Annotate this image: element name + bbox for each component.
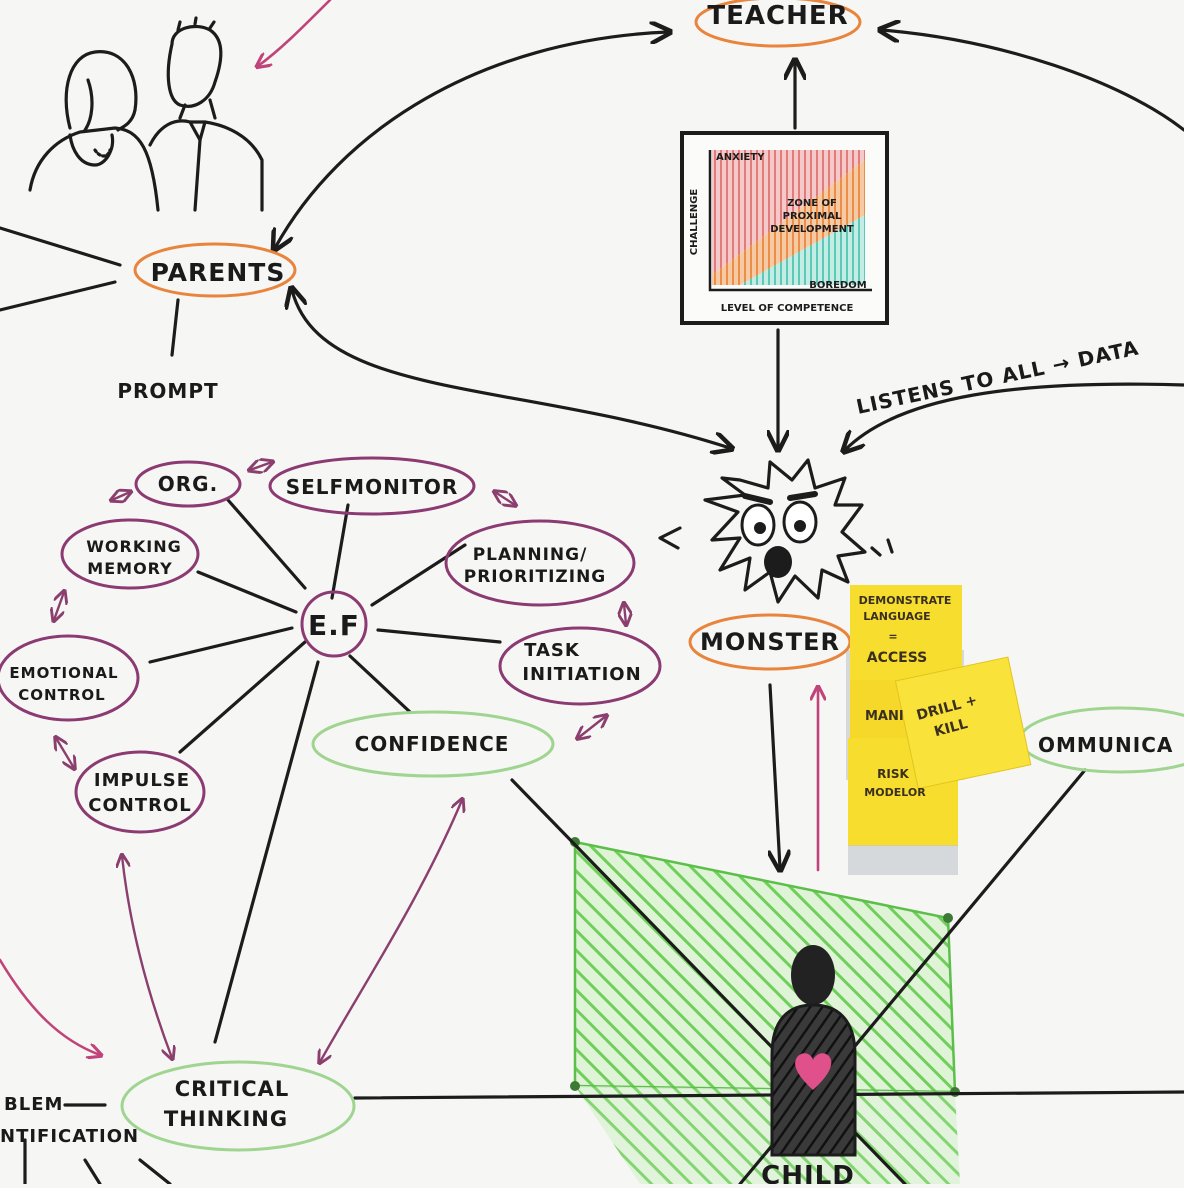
- task-initiation-line-2: INITIATION: [522, 664, 641, 685]
- prompt-label: PROMPT: [117, 379, 218, 403]
- sticky-1-line-3: =: [888, 630, 897, 643]
- teacher-node: TEACHER: [696, 0, 860, 46]
- emotional-control-node: EMOTIONAL CONTROL: [0, 636, 138, 720]
- sticky-4-line-1: RISK: [877, 767, 909, 781]
- planning-line-1: PLANNING/: [473, 545, 588, 565]
- problem-identification-line-1: BLEM: [4, 1094, 63, 1115]
- task-initiation-node: TASK INITIATION: [500, 628, 660, 704]
- zpd-x-axis-label: LEVEL OF COMPETENCE: [721, 303, 854, 314]
- org-node: ORG.: [136, 462, 240, 506]
- task-initiation-line-1: TASK: [524, 640, 580, 661]
- critical-thinking-node: CRITICAL THINKING: [122, 1062, 354, 1150]
- teacher-label: TEACHER: [707, 1, 848, 31]
- planning-node: PLANNING/ PRIORITIZING: [446, 521, 634, 605]
- selfmonitor-node: SELFMONITOR: [270, 458, 474, 514]
- communication-label: OMMUNICA: [1038, 733, 1173, 757]
- emotional-control-line-2: CONTROL: [18, 686, 105, 704]
- selfmonitor-label: SELFMONITOR: [286, 475, 459, 499]
- sticky-1-line-2: LANGUAGE: [863, 610, 930, 623]
- sticky-2-label: MANI: [865, 709, 904, 724]
- working-memory-node: WORKING MEMORY: [62, 520, 198, 588]
- emotional-control-line-1: EMOTIONAL: [9, 664, 118, 682]
- org-label: ORG.: [158, 472, 218, 496]
- zpd-anxiety-label: ANXIETY: [716, 152, 765, 163]
- impulse-control-node: IMPULSE CONTROL: [76, 752, 204, 832]
- listens-label: LISTENS TO ALL → DATA: [854, 335, 1141, 418]
- problem-identification-line-2: NTIFICATION: [0, 1126, 139, 1147]
- ef-label: E.F: [308, 609, 360, 642]
- planning-line-2: PRIORITIZING: [464, 567, 607, 587]
- impulse-control-line-1: IMPULSE: [94, 770, 190, 791]
- child-zone: [570, 837, 960, 1184]
- zpd-zone-line-1: ZONE OF: [787, 198, 837, 209]
- confidence-node: CONFIDENCE: [313, 712, 553, 776]
- zpd-y-axis-label: CHALLENGE: [689, 189, 700, 256]
- communication-node: OMMUNICA: [1020, 708, 1184, 772]
- monster-label: MONSTER: [700, 628, 840, 656]
- working-memory-line-2: MEMORY: [87, 559, 172, 578]
- ef-node: E.F: [302, 592, 366, 656]
- zpd-zone-line-3: DEVELOPMENT: [770, 224, 854, 235]
- parents-node: PARENTS: [135, 244, 295, 296]
- zpd-chart: CHALLENGE LEVEL OF COMPETENCE ANXIETY ZO…: [682, 133, 887, 323]
- parents-label: PARENTS: [151, 258, 286, 287]
- sticky-1-line-1: DEMONSTRATE: [859, 594, 952, 607]
- zpd-zone-line-2: PROXIMAL: [783, 211, 842, 222]
- critical-thinking-line-2: THINKING: [164, 1107, 288, 1131]
- working-memory-line-1: WORKING: [86, 537, 181, 556]
- impulse-control-line-2: CONTROL: [88, 795, 192, 816]
- monster-illustration: [660, 460, 892, 602]
- parents-illustration: [30, 18, 262, 210]
- sticky-4-line-2: MODELOR: [864, 786, 926, 799]
- confidence-label: CONFIDENCE: [355, 732, 510, 756]
- zpd-boredom-label: BOREDOM: [809, 280, 866, 291]
- sticky-notes: DEMONSTRATE LANGUAGE = ACCESS MANI DRILL…: [846, 585, 1031, 875]
- child-label: CHILD: [761, 1161, 855, 1184]
- sticky-1-line-4: ACCESS: [867, 650, 927, 666]
- monster-node: MONSTER: [690, 615, 850, 669]
- critical-thinking-line-1: CRITICAL: [175, 1077, 290, 1101]
